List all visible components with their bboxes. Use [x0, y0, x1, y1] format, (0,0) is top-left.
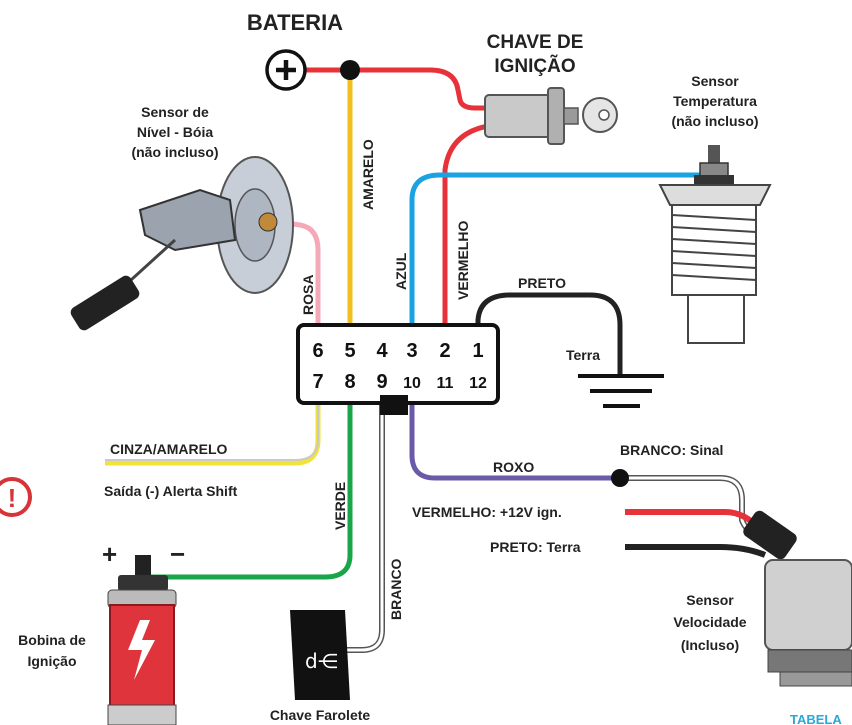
- wire-azul: [409, 172, 700, 325]
- wire-roxo: [409, 395, 620, 481]
- temperature-sensor-icon: [658, 145, 772, 344]
- svg-text:!: !: [8, 483, 17, 513]
- pin-6: 6: [312, 340, 323, 362]
- wire-battery-red: [300, 67, 490, 111]
- label-amarelo: AMARELO: [360, 139, 376, 210]
- pin-11: 11: [437, 375, 454, 392]
- ignition-switch-label-2: IGNIÇÃO: [494, 55, 575, 77]
- label-saida-shift: Saída (-) Alerta Shift: [104, 483, 238, 499]
- wire-preto: [475, 292, 623, 375]
- battery-title: BATERIA: [247, 10, 343, 35]
- label-vermelho-12v: VERMELHO: +12V ign.: [412, 504, 562, 520]
- ignition-coil-icon: [107, 555, 177, 725]
- wire-rosa: [279, 219, 321, 325]
- label-rosa: ROSA: [300, 275, 316, 315]
- ground-icon: [578, 374, 664, 408]
- label-preto-terra: PRETO: Terra: [490, 539, 581, 555]
- coil-plus-icon: +: [102, 539, 117, 569]
- label-roxo: ROXO: [493, 459, 534, 475]
- signal-node: [611, 469, 629, 487]
- label-azul: AZUL: [393, 252, 409, 290]
- pin-8: 8: [344, 371, 355, 393]
- ignition-switch-icon: [484, 87, 618, 145]
- speed-sensor-icon: [743, 510, 852, 687]
- label-branco-sinal: BRANCO: Sinal: [620, 442, 723, 458]
- label-vermelho: VERMELHO: [455, 221, 471, 300]
- pin-10: 10: [403, 375, 421, 392]
- label-branco: BRANCO: [388, 558, 404, 620]
- light-switch-icon: d⋲: [290, 610, 350, 700]
- coil-minus-icon: −: [170, 539, 185, 569]
- level-sensor-icon: [70, 156, 294, 331]
- pin-3: 3: [406, 340, 417, 362]
- ignition-switch-label-1: CHAVE DE: [487, 32, 584, 53]
- wire-verde: [150, 395, 353, 580]
- battery-node: [340, 60, 360, 80]
- corner-text: TABELA: [790, 712, 842, 725]
- label-preto: PRETO: [518, 275, 566, 291]
- pin-2: 2: [439, 340, 450, 362]
- svg-text:d⋲: d⋲: [305, 649, 338, 673]
- pin-9: 9: [376, 371, 387, 393]
- connector-12pin: [296, 323, 500, 415]
- label-verde: VERDE: [332, 482, 348, 530]
- pin-5: 5: [344, 340, 355, 362]
- pin-4: 4: [376, 340, 388, 362]
- label-terra: Terra: [566, 347, 600, 363]
- warning-icon: !: [0, 477, 32, 517]
- light-switch-label: Chave Farolete: [270, 707, 371, 723]
- pin-1: 1: [472, 340, 483, 362]
- pin-7: 7: [312, 371, 323, 393]
- pin-12: 12: [469, 375, 487, 392]
- label-cinza-amarelo: CINZA/AMARELO: [110, 441, 228, 457]
- wire-speed-black: [625, 544, 767, 558]
